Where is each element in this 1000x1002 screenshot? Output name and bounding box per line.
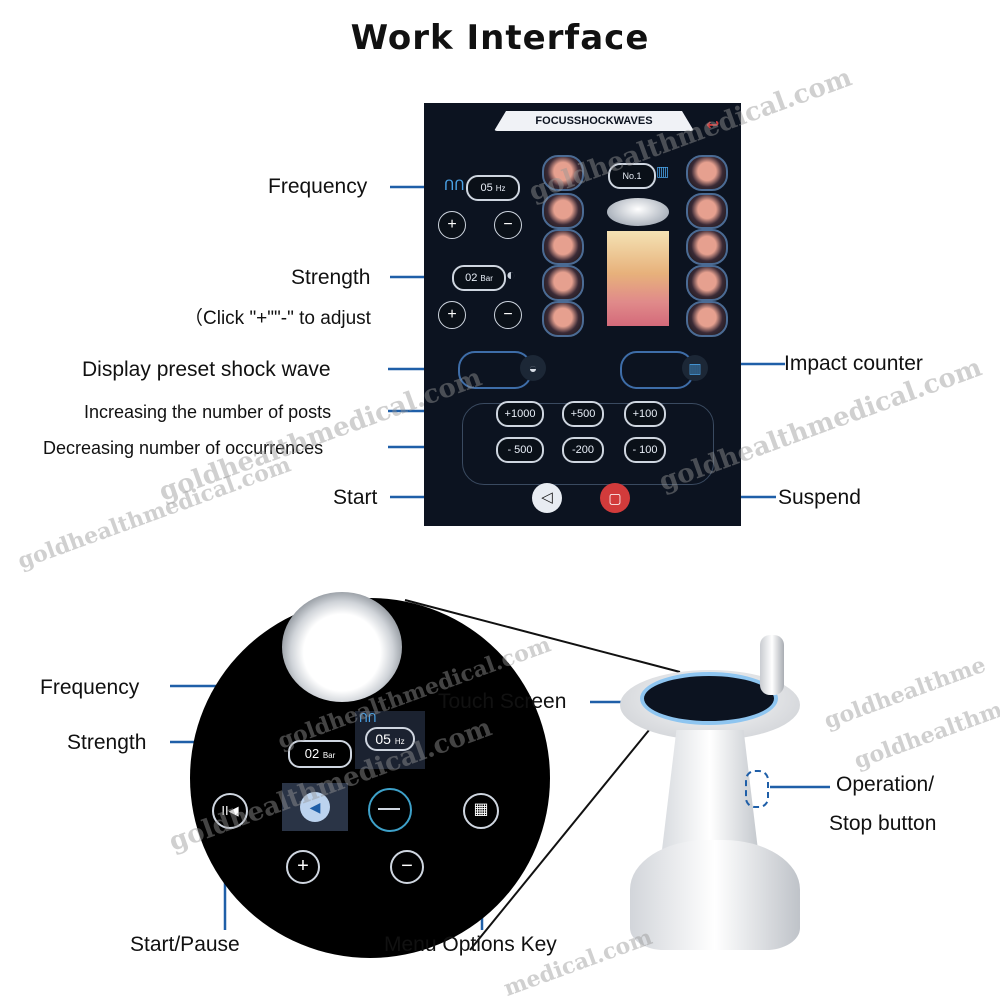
decrease-button[interactable]: -200 [562, 437, 604, 463]
body-thumb[interactable] [542, 193, 584, 229]
counter-icon: ▥ [682, 355, 708, 381]
back-arrow-icon[interactable]: ↩ [706, 117, 720, 134]
preset-display: No.1 [608, 163, 656, 189]
strength-display: 02 Bar [452, 265, 506, 291]
label-stop-button: Stop button [829, 812, 937, 835]
increase-button[interactable]: +500 [562, 401, 604, 427]
label-bottom-strength: Strength [67, 731, 147, 754]
body-thumb[interactable] [686, 265, 728, 301]
device-base-icon [630, 840, 800, 950]
device-applicator-handle [760, 635, 784, 695]
label-start-pause: Start/Pause [130, 933, 240, 956]
strength-icon: ◐ [506, 267, 516, 284]
body-thumb[interactable] [686, 155, 728, 191]
suspend-button[interactable]: ▢ [600, 483, 630, 513]
minus-line-icon [378, 808, 400, 810]
body-thumb[interactable] [542, 265, 584, 301]
strength-minus-button[interactable]: − [494, 301, 522, 329]
body-thumb[interactable] [686, 229, 728, 265]
label-increasing: Increasing the number of posts [84, 402, 332, 422]
device-minus-button[interactable]: − [390, 850, 424, 884]
play-icon: ◀ [300, 792, 330, 822]
body-thumb[interactable] [686, 193, 728, 229]
label-operation: Operation/ [836, 773, 935, 796]
frequency-plus-button[interactable]: + [438, 211, 466, 239]
preset-icon: ▥ [656, 163, 670, 179]
frequency-minus-button[interactable]: − [494, 211, 522, 239]
body-thumb[interactable] [686, 301, 728, 337]
body-thumb[interactable] [542, 155, 584, 191]
device-zoom-circle: ᑎᑎ 05 Hz 02 Bar II◀ ◀ ▦ + − [190, 592, 550, 958]
device-touch-screen[interactable] [640, 672, 778, 725]
play-key[interactable]: ◀ [282, 783, 348, 831]
label-display-wave: Display preset shock wave [82, 358, 331, 381]
increase-button[interactable]: +1000 [496, 401, 544, 427]
label-frequency: Frequency [268, 175, 368, 198]
decrease-button[interactable]: - 500 [496, 437, 544, 463]
work-interface-screen: FOCUSSHOCKWAVES ↩ ᑎᑎ 05 Hz − + ◐ 02 Bar … [424, 103, 741, 526]
label-strength: Strength [291, 266, 371, 289]
page-title: Work Interface [350, 18, 650, 58]
label-menu-key: Menu Options Key [384, 933, 557, 956]
start-button[interactable]: ◁ [532, 483, 562, 513]
device-strength-display: 02 Bar [288, 740, 352, 768]
applicator-head-icon [607, 198, 669, 226]
increase-button[interactable]: +100 [624, 401, 666, 427]
tissue-layers-icon [607, 231, 669, 326]
label-impact-counter: Impact counter [784, 352, 923, 375]
strength-plus-button[interactable]: + [438, 301, 466, 329]
device-plus-button[interactable]: + [286, 850, 320, 884]
frequency-icon: ᑎᑎ [444, 177, 465, 193]
device-neck-icon [662, 730, 758, 850]
body-thumb[interactable] [542, 229, 584, 265]
label-bottom-frequency: Frequency [40, 676, 140, 699]
label-touch-screen: Touch Screen [438, 690, 567, 713]
decrease-button[interactable]: - 100 [624, 437, 666, 463]
start-pause-button[interactable]: II◀ [212, 793, 248, 829]
label-start: Start [333, 486, 378, 509]
applicator-base-icon [282, 592, 402, 702]
frequency-icon: ᑎᑎ [359, 711, 377, 725]
screen-header: FOCUSSHOCKWAVES [494, 111, 694, 131]
device-frequency-panel: ᑎᑎ 05 Hz [355, 711, 425, 769]
operation-stop-button[interactable] [745, 770, 769, 808]
label-decreasing: Decreasing number of occurrences [43, 438, 324, 458]
wave-icon: ◒ [520, 355, 546, 381]
label-strength-note: （Click "+""-" to adjust [184, 308, 371, 329]
pause-key[interactable] [368, 788, 412, 832]
frequency-display: 05 Hz [466, 175, 520, 201]
menu-options-button[interactable]: ▦ [463, 793, 499, 829]
body-thumb[interactable] [542, 301, 584, 337]
label-suspend: Suspend [778, 486, 861, 509]
